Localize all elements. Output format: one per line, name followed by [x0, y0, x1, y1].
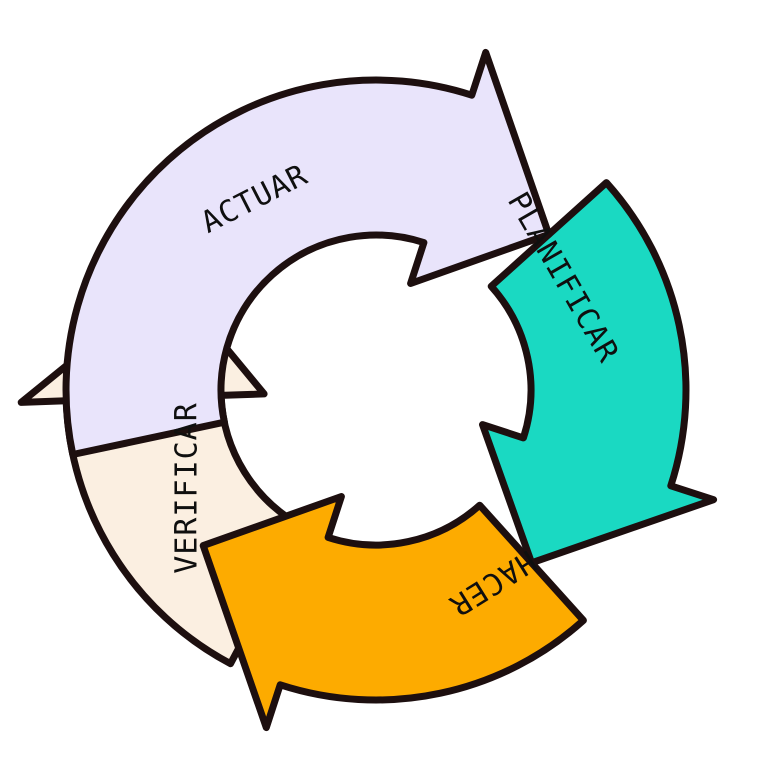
arrow-planificar	[479, 179, 718, 567]
arrow-hacer	[199, 493, 587, 732]
cycle-arrows	[17, 48, 718, 732]
arrow-actuar	[62, 48, 553, 458]
label-verificar: VERIFICAR	[170, 402, 205, 574]
